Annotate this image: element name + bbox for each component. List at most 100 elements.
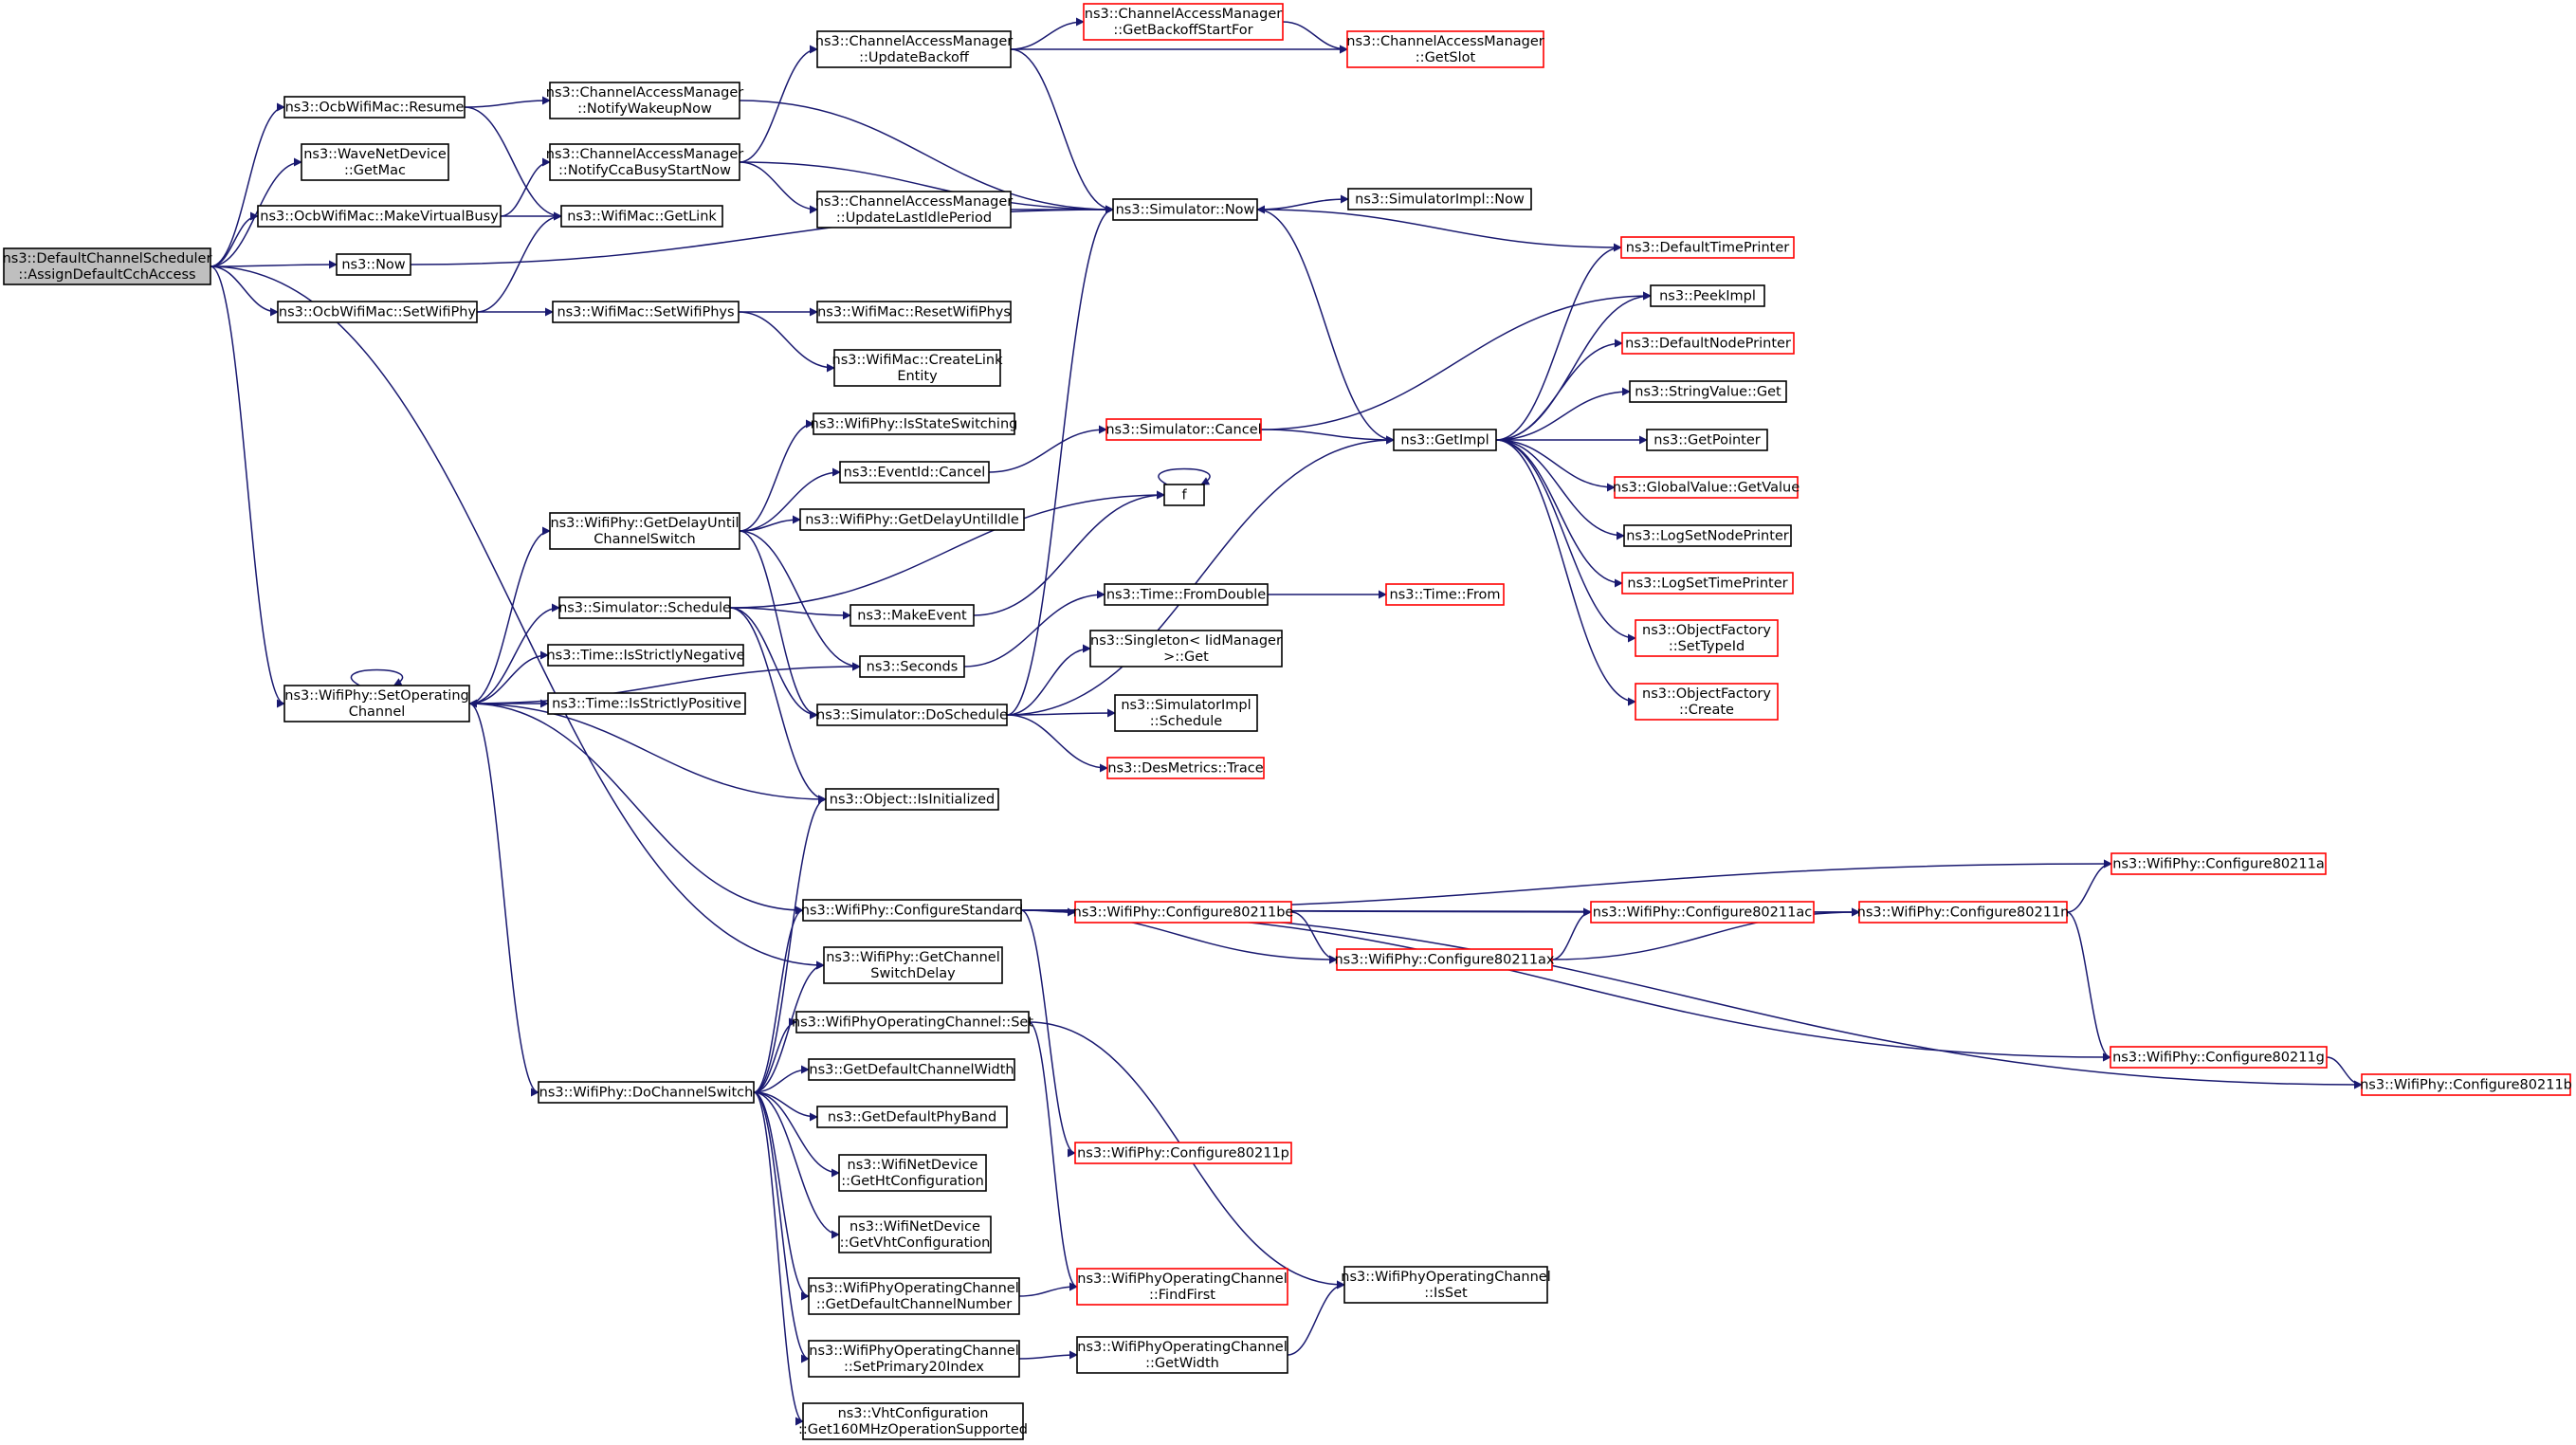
edge-schedule-to-f xyxy=(729,490,1165,609)
edge-setopch-to-isinit xyxy=(468,703,827,804)
node-opch_setprim[interactable]: ns3::WifiPhyOperatingChannel::SetPrimary… xyxy=(808,1340,1020,1378)
node-cfg_be[interactable]: ns3::WifiPhy::Configure80211be xyxy=(1073,901,1294,924)
node-cfg_n[interactable]: ns3::WifiPhy::Configure80211n xyxy=(1857,901,2070,924)
node-cfg_b[interactable]: ns3::WifiPhy::Configure80211b xyxy=(2360,1073,2572,1096)
node-label: ns3::WifiPhy::Configure80211p xyxy=(1077,1146,1289,1161)
node-label: ns3::DesMetrics::Trace xyxy=(1107,761,1263,777)
edge-doschedule-to-getimpl xyxy=(1006,435,1395,716)
node-label: ns3::WifiPhy::GetDelayUntilIdle xyxy=(805,513,1019,528)
node-simimpl_now[interactable]: ns3::SimulatorImpl::Now xyxy=(1347,188,1532,210)
node-label: ns3::WifiPhyOperatingChannel xyxy=(809,1344,1018,1359)
node-makeevent[interactable]: ns3::MakeEvent xyxy=(850,604,975,627)
node-opch_findfirst[interactable]: ns3::WifiPhyOperatingChannel::FindFirst xyxy=(1076,1268,1288,1306)
node-layer: ns3::DefaultChannelScheduler::AssignDefa… xyxy=(3,3,2572,1440)
node-cam_updatelastidle[interactable]: ns3::ChannelAccessManager::UpdateLastIdl… xyxy=(815,191,1014,229)
edge-getimpl-to-deftimeprinter xyxy=(1495,243,1622,441)
node-isinit[interactable]: ns3::Object::IsInitialized xyxy=(825,788,999,811)
node-vht_get160[interactable]: ns3::VhtConfiguration::Get160MHzOperatio… xyxy=(798,1402,1028,1440)
node-box xyxy=(1347,188,1532,210)
node-seconds[interactable]: ns3::Seconds xyxy=(859,655,965,678)
node-cfg_p[interactable]: ns3::WifiPhy::Configure80211p xyxy=(1074,1142,1292,1164)
node-eventcancel[interactable]: ns3::EventId::Cancel xyxy=(839,461,990,484)
edge-root-to-makevbusy xyxy=(210,211,259,267)
node-deftimeprinter[interactable]: ns3::DefaultTimePrinter xyxy=(1620,236,1795,259)
node-fromdouble[interactable]: ns3::Time::FromDouble xyxy=(1104,583,1269,606)
node-box xyxy=(1076,1336,1288,1374)
node-ispos[interactable]: ns3::Time::IsStrictlyPositive xyxy=(547,692,746,715)
node-peekimpl[interactable]: ns3::PeekImpl xyxy=(1650,284,1765,307)
node-wnd_getmac[interactable]: ns3::WaveNetDevice::GetMac xyxy=(301,143,449,181)
node-cam_notifywake[interactable]: ns3::ChannelAccessManager::NotifyWakeupN… xyxy=(546,82,744,119)
node-sim_cancel[interactable]: ns3::Simulator::Cancel xyxy=(1105,418,1262,441)
node-configstd[interactable]: ns3::WifiPhy::ConfigureStandard xyxy=(801,899,1023,922)
node-label: ns3::Object::IsInitialized xyxy=(830,793,995,808)
node-cam_notifycca[interactable]: ns3::ChannelAccessManager::NotifyCcaBusy… xyxy=(546,143,744,181)
edge-dochsw-to-getdefchw xyxy=(753,1065,810,1093)
node-cam_getslot[interactable]: ns3::ChannelAccessManager::GetSlot xyxy=(1346,30,1544,68)
node-setwifiphys[interactable]: ns3::WifiMac::SetWifiPhys xyxy=(552,301,740,323)
node-isstatesw[interactable]: ns3::WifiPhy::IsStateSwitching xyxy=(811,412,1018,435)
node-getpointer[interactable]: ns3::GetPointer xyxy=(1646,429,1768,451)
node-getimpl[interactable]: ns3::GetImpl xyxy=(1393,429,1497,451)
node-of_settypeid[interactable]: ns3::ObjectFactory::SetTypeId xyxy=(1635,619,1779,657)
edge-getimpl-to-of_settypeid xyxy=(1495,439,1636,643)
node-doschedule[interactable]: ns3::Simulator::DoSchedule xyxy=(816,704,1008,726)
node-timefrom[interactable]: ns3::Time::From xyxy=(1385,583,1505,606)
node-root[interactable]: ns3::DefaultChannelScheduler::AssignDefa… xyxy=(3,247,212,285)
node-opch_getwidth[interactable]: ns3::WifiPhyOperatingChannel::GetWidth xyxy=(1076,1336,1288,1374)
node-makevbusy[interactable]: ns3::OcbWifiMac::MakeVirtualBusy xyxy=(257,205,502,228)
node-schedule[interactable]: ns3::Simulator::Schedule xyxy=(558,596,731,619)
node-box xyxy=(2361,1073,2571,1096)
node-label: ns3::WifiMac::ResetWifiPhys xyxy=(817,305,1011,320)
node-label: ::UpdateLastIdlePeriod xyxy=(836,210,992,226)
node-now[interactable]: ns3::Now xyxy=(336,253,411,276)
node-opch_set[interactable]: ns3::WifiPhyOperatingChannel::Set xyxy=(792,1011,1033,1033)
node-logsetnode[interactable]: ns3::LogSetNodePrinter xyxy=(1623,524,1792,547)
node-cfg_a[interactable]: ns3::WifiPhy::Configure80211a xyxy=(2110,852,2327,875)
node-box xyxy=(1614,476,1799,499)
node-label: ns3::Time::FromDouble xyxy=(1106,588,1266,603)
node-of_create[interactable]: ns3::ObjectFactory::Create xyxy=(1635,683,1779,721)
node-sim_now[interactable]: ns3::Simulator::Now xyxy=(1112,198,1258,221)
node-strvalget[interactable]: ns3::StringValue::Get xyxy=(1629,380,1787,403)
node-cfg_g[interactable]: ns3::WifiPhy::Configure80211g xyxy=(2110,1046,2328,1069)
node-getdefband[interactable]: ns3::GetDefaultPhyBand xyxy=(816,1106,1008,1128)
node-resume[interactable]: ns3::OcbWifiMac::Resume xyxy=(283,96,466,119)
node-box xyxy=(283,685,470,722)
node-desmetrics[interactable]: ns3::DesMetrics::Trace xyxy=(1106,757,1265,779)
node-opch_isset[interactable]: ns3::WifiPhyOperatingChannel::IsSet xyxy=(1341,1266,1551,1304)
node-setwifiphy[interactable]: ns3::OcbWifiMac::SetWifiPhy xyxy=(277,301,478,323)
edge-resume-to-cam_notifywake xyxy=(464,96,551,108)
node-getdefchw[interactable]: ns3::GetDefaultChannelWidth xyxy=(808,1058,1015,1081)
node-box xyxy=(1623,524,1792,547)
node-cfg_ac[interactable]: ns3::WifiPhy::Configure80211ac xyxy=(1590,901,1815,924)
node-getvhtcfg[interactable]: ns3::WifiNetDevice::GetVhtConfiguration xyxy=(838,1216,992,1253)
node-cfg_ax[interactable]: ns3::WifiPhy::Configure80211ax xyxy=(1334,948,1555,971)
node-cam_getbackoffstart[interactable]: ns3::ChannelAccessManager::GetBackoffSta… xyxy=(1083,3,1284,41)
node-label: ns3::ChannelAccessManager xyxy=(815,34,1014,49)
node-dochsw[interactable]: ns3::WifiPhy::DoChannelSwitch xyxy=(538,1081,755,1104)
node-label: SwitchDelay xyxy=(870,966,956,981)
edge-root-to-setopch xyxy=(210,265,285,708)
edge-cfg_g-to-cfg_b xyxy=(2326,1056,2363,1089)
node-f[interactable]: f xyxy=(1163,484,1205,506)
edge-dochsw-to-vht_get160 xyxy=(753,1091,804,1426)
node-opch_getdefnum[interactable]: ns3::WifiPhyOperatingChannel::GetDefault… xyxy=(808,1277,1020,1315)
node-isneg[interactable]: ns3::Time::IsStrictlyNegative xyxy=(546,644,745,667)
node-cam_updatebackoff[interactable]: ns3::ChannelAccessManager::UpdateBackoff xyxy=(815,30,1014,68)
node-logsettime[interactable]: ns3::LogSetTimePrinter xyxy=(1621,572,1794,594)
node-globalgetvalue[interactable]: ns3::GlobalValue::GetValue xyxy=(1613,476,1800,499)
node-defnodeprinter[interactable]: ns3::DefaultNodePrinter xyxy=(1621,332,1795,355)
node-getlink[interactable]: ns3::WifiMac::GetLink xyxy=(560,205,723,228)
edge-seconds-to-fromdouble xyxy=(963,590,1105,668)
node-simimpl_sched[interactable]: ns3::SimulatorImpl::Schedule xyxy=(1114,694,1258,732)
node-resetwifiphys[interactable]: ns3::WifiMac::ResetWifiPhys xyxy=(816,301,1012,323)
node-box xyxy=(257,205,502,228)
node-gethtcfg[interactable]: ns3::WifiNetDevice::GetHtConfiguration xyxy=(838,1154,987,1192)
node-singleton[interactable]: ns3::Singleton< IidManager>::Get xyxy=(1089,630,1283,668)
node-getdelayidle[interactable]: ns3::WifiPhy::GetDelayUntilIdle xyxy=(799,508,1025,531)
